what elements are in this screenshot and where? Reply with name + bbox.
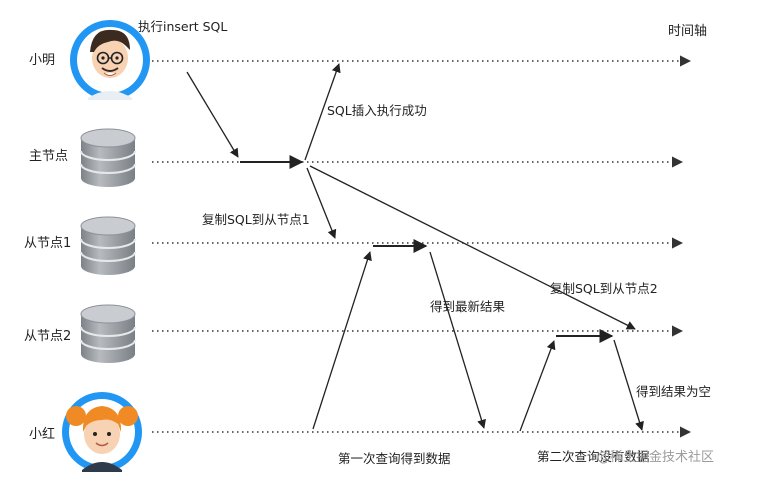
- arrow-replicate-slave2: [309, 165, 636, 330]
- annotation-copy-slave2: 复制SQL到从节点2: [550, 281, 658, 296]
- arrow-second-query: [519, 340, 556, 432]
- lane-label-slave1: 从节点1: [24, 236, 71, 251]
- annotation-insert-success: SQL插入执行成功: [327, 103, 427, 118]
- database-icon: [80, 304, 136, 363]
- lane-label-slave2: 从节点2: [24, 329, 71, 344]
- girl-avatar-icon: [62, 392, 142, 478]
- arrow-second-result: [613, 339, 644, 431]
- annotation-first-query: 第一次查询得到数据: [338, 451, 451, 466]
- timeline-label: 时间轴: [668, 24, 707, 39]
- boy-avatar-icon: [70, 20, 150, 108]
- database-icon: [80, 128, 136, 187]
- lane-label-xiaohong: 小红: [29, 426, 55, 442]
- annotation-second-query: 第二次查询没有数据: [537, 449, 650, 464]
- arrow-first-result: [429, 251, 486, 429]
- lane-label-master: 主节点: [29, 149, 68, 164]
- lane-label-xiaoming: 小明: [29, 53, 55, 68]
- watermark: @稀土掘金技术社区: [597, 449, 714, 465]
- arrow-insert-request: [186, 71, 239, 158]
- arrow-first-query: [312, 251, 372, 430]
- arrow-replicate-slave1: [306, 167, 337, 239]
- database-icon: [80, 216, 136, 275]
- annotation-got-latest: 得到最新结果: [430, 299, 506, 314]
- annotation-copy-slave1: 复制SQL到从节点1: [202, 212, 310, 227]
- annotation-empty-result: 得到结果为空: [636, 384, 711, 399]
- arrow-insert-success: [304, 63, 341, 161]
- annotation-exec-insert: 执行insert SQL: [138, 19, 227, 34]
